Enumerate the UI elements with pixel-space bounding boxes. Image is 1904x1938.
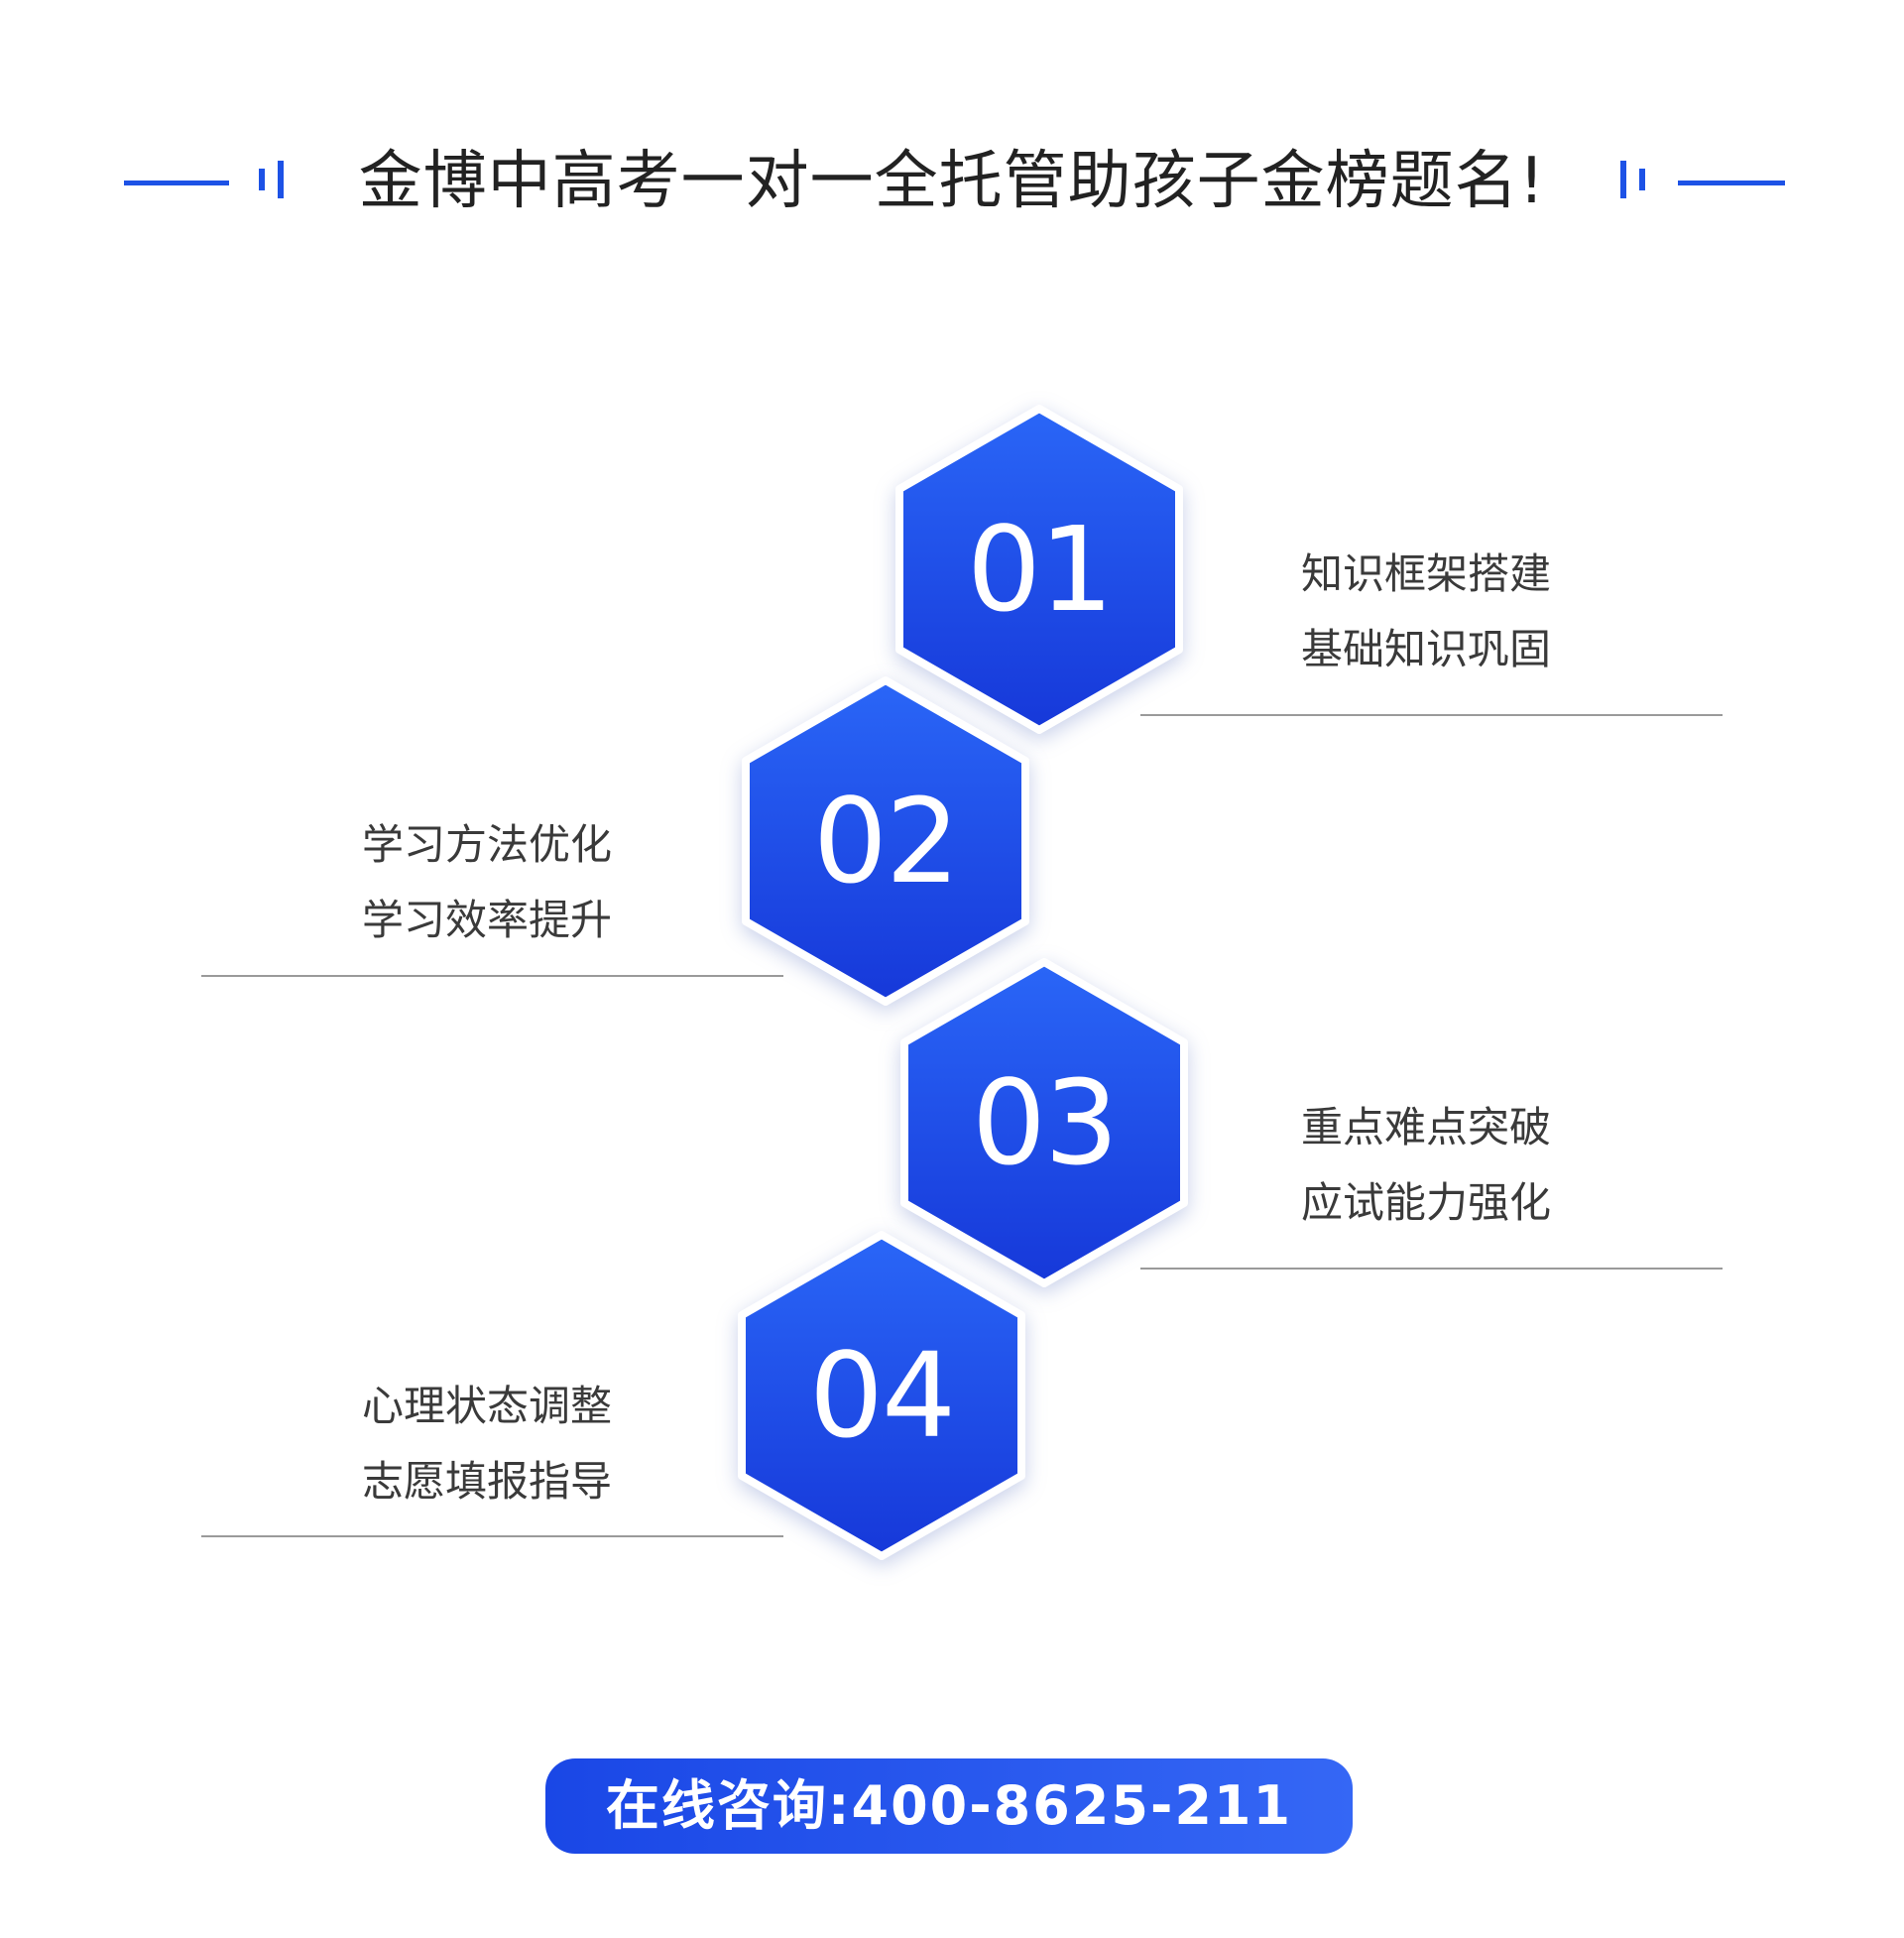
- step-02-number: 02: [812, 773, 960, 909]
- step-03-hexagon: 03: [900, 958, 1188, 1287]
- step-01-line-1: 知识框架搭建: [1301, 549, 1552, 598]
- step-03-divider: [1140, 1268, 1723, 1270]
- step-01-hexagon: 01: [895, 405, 1183, 734]
- step-02-text: 学习方法优化 学习效率提升: [362, 807, 679, 958]
- step-01-line-2: 基础知识巩固: [1301, 625, 1552, 673]
- step-04-divider: [201, 1535, 783, 1537]
- step-01-text: 知识框架搭建 基础知识巩固: [1301, 537, 1618, 687]
- step-02-line-2: 学习效率提升: [362, 896, 613, 944]
- hexagon-shape-icon: [895, 405, 1183, 734]
- page-title: 金博中高考一对一全托管助孩子金榜题名!: [358, 145, 1546, 218]
- step-03-line-2: 应试能力强化: [1301, 1178, 1552, 1227]
- header: 金博中高考一对一全托管助孩子金榜题名!: [0, 129, 1904, 238]
- step-04-line-2: 志愿填报指导: [362, 1457, 613, 1506]
- step-04-number: 04: [808, 1327, 956, 1464]
- step-03-number: 03: [971, 1054, 1119, 1191]
- step-03-text: 重点难点突破 应试能力强化: [1301, 1090, 1618, 1241]
- hexagon-shape-icon: [738, 1231, 1025, 1560]
- step-02-line-1: 学习方法优化: [362, 820, 613, 869]
- step-01-number: 01: [966, 501, 1114, 638]
- online-consult-button[interactable]: 在线咨询:400-8625-211: [545, 1758, 1353, 1854]
- left-decorative-bar-1: [259, 169, 265, 190]
- right-decorative-line: [1678, 181, 1785, 185]
- step-04-text: 心理状态调整 志愿填报指导: [362, 1369, 679, 1519]
- step-04-hexagon: 04: [738, 1231, 1025, 1560]
- hexagon-shape-icon: [900, 958, 1188, 1287]
- step-01-divider: [1140, 714, 1723, 716]
- right-decorative-bar-2: [1639, 169, 1645, 190]
- right-decorative-bar-1: [1620, 161, 1626, 198]
- step-02-hexagon: 02: [742, 676, 1029, 1006]
- left-decorative-bar-2: [278, 161, 284, 198]
- step-02-divider: [201, 975, 783, 977]
- step-03-line-1: 重点难点突破: [1301, 1103, 1552, 1151]
- left-decorative-line: [124, 181, 229, 185]
- hexagon-shape-icon: [742, 676, 1029, 1006]
- step-04-line-1: 心理状态调整: [362, 1382, 613, 1430]
